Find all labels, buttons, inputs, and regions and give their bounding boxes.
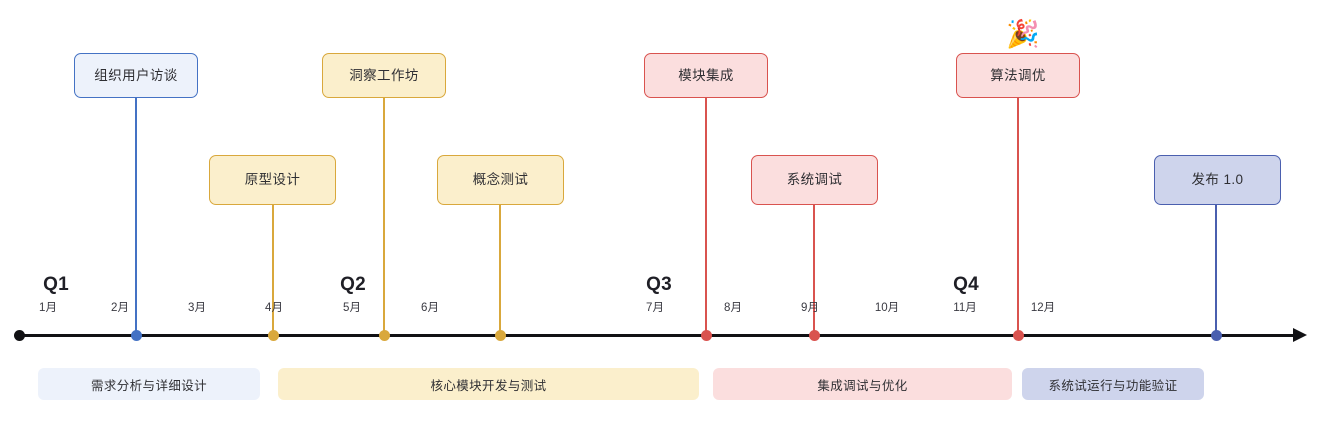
milestone-label: 洞察工作坊 xyxy=(349,67,419,83)
month-label-3: 3月 xyxy=(188,302,206,314)
milestone-dot-7[interactable] xyxy=(1012,329,1024,341)
milestone-connector-1 xyxy=(135,98,137,335)
milestone-label: 发布 1.0 xyxy=(1191,172,1244,188)
quarter-label-q2: Q2 xyxy=(340,274,366,295)
milestone-box-6[interactable]: 系统调试 xyxy=(751,155,878,205)
milestone-dot-5[interactable] xyxy=(700,329,712,341)
month-label-12: 12月 xyxy=(1030,302,1056,314)
phase-bar-label: 系统试运行与功能验证 xyxy=(1048,378,1178,393)
month-label-9: 9月 xyxy=(801,302,819,314)
milestone-box-2[interactable]: 原型设计 xyxy=(209,155,336,205)
milestone-dot-2[interactable] xyxy=(267,329,279,341)
phase-bar-label: 核心模块开发与测试 xyxy=(430,378,547,393)
party-popper-icon: 🎉 xyxy=(1006,19,1040,49)
quarter-label-q4: Q4 xyxy=(953,274,979,295)
month-label-2: 2月 xyxy=(111,302,129,314)
phase-bar-3[interactable]: 集成调试与优化 xyxy=(713,368,1012,400)
milestone-label: 概念测试 xyxy=(472,172,529,188)
milestone-connector-5 xyxy=(705,98,707,335)
milestone-box-7[interactable]: 算法调优 xyxy=(956,53,1080,98)
milestone-connector-4 xyxy=(499,205,501,335)
phase-bar-label: 集成调试与优化 xyxy=(817,378,908,393)
milestone-box-8[interactable]: 发布 1.0 xyxy=(1154,155,1281,205)
milestone-dot-6[interactable] xyxy=(808,329,820,341)
milestone-connector-7 xyxy=(1017,98,1019,335)
milestone-connector-3 xyxy=(383,98,385,335)
timeline-axis xyxy=(19,333,1295,337)
quarter-label-q3: Q3 xyxy=(646,274,672,295)
milestone-label: 系统调试 xyxy=(786,172,843,188)
quarter-label-q1: Q1 xyxy=(43,274,69,295)
timeline-axis-arrow-icon xyxy=(1293,327,1307,342)
timeline-start-dot xyxy=(13,329,25,341)
milestone-label: 算法调优 xyxy=(990,67,1046,83)
milestone-label: 模块集成 xyxy=(678,67,734,83)
phase-bar-label: 需求分析与详细设计 xyxy=(90,378,208,393)
milestone-dot-4[interactable] xyxy=(494,329,506,341)
milestone-dot-3[interactable] xyxy=(378,329,390,341)
milestone-label: 原型设计 xyxy=(244,172,301,188)
milestone-connector-2 xyxy=(272,205,274,335)
milestone-connector-8 xyxy=(1215,205,1217,335)
month-label-7: 7月 xyxy=(646,302,664,314)
phase-bar-2[interactable]: 核心模块开发与测试 xyxy=(278,368,699,400)
month-label-10: 10月 xyxy=(874,302,900,314)
milestone-dot-8[interactable] xyxy=(1210,329,1222,341)
month-label-8: 8月 xyxy=(724,302,742,314)
milestone-dot-1[interactable] xyxy=(130,329,142,341)
month-label-6: 6月 xyxy=(421,302,439,314)
milestone-connector-6 xyxy=(813,205,815,335)
phase-bar-1[interactable]: 需求分析与详细设计 xyxy=(38,368,260,400)
phase-bar-4[interactable]: 系统试运行与功能验证 xyxy=(1022,368,1204,400)
month-label-4: 4月 xyxy=(265,302,283,314)
month-label-1: 1月 xyxy=(39,302,57,314)
milestone-box-1[interactable]: 组织用户访谈 xyxy=(74,53,198,98)
month-label-11: 11月 xyxy=(953,302,977,314)
milestone-label: 组织用户访谈 xyxy=(94,67,178,83)
milestone-box-4[interactable]: 概念测试 xyxy=(437,155,564,205)
month-label-5: 5月 xyxy=(343,302,361,314)
milestone-box-5[interactable]: 模块集成 xyxy=(644,53,768,98)
milestone-box-3[interactable]: 洞察工作坊 xyxy=(322,53,446,98)
